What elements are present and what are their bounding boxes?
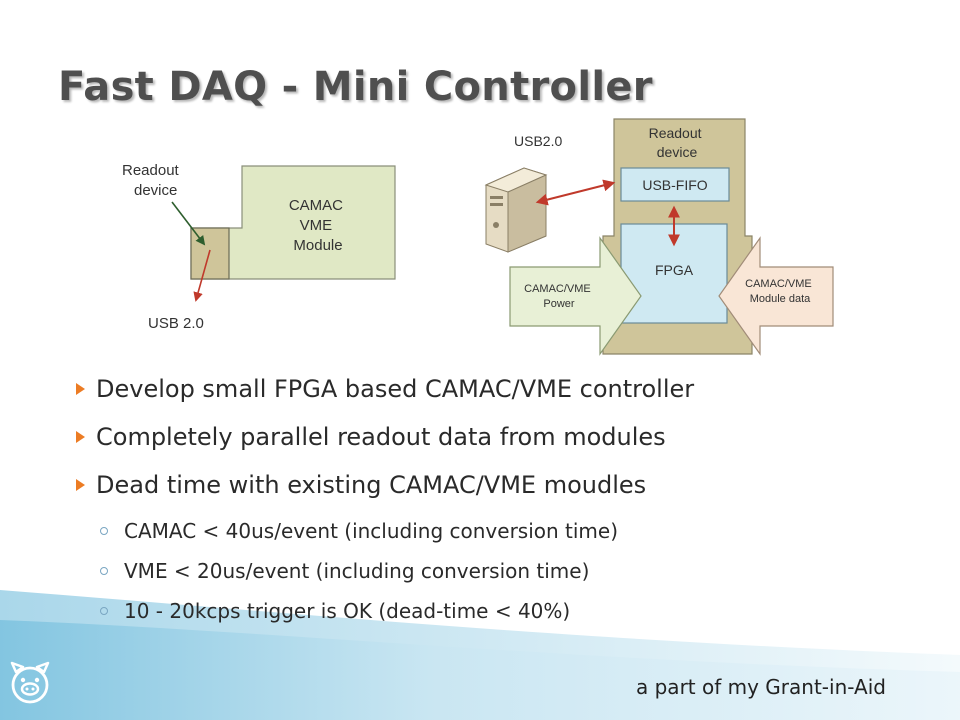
module-data-arrow-label: CAMAC/VME Module data <box>745 278 815 305</box>
bullet-text: Develop small FPGA based CAMAC/VME contr… <box>96 375 695 403</box>
pc-usb-arrow <box>535 179 616 206</box>
usb-down-arrow <box>193 249 211 302</box>
readout-pointer-arrow <box>171 201 206 246</box>
footer-note: a part of my Grant-in-Aid <box>636 675 886 699</box>
circle-bullet-icon <box>100 567 108 575</box>
bullet-list: Develop small FPGA based CAMAC/VME contr… <box>76 372 936 636</box>
right-diagram: Readout device USB-FIFO FPGA CAMAC/VME P… <box>484 118 834 356</box>
sub-bullet-item: CAMAC < 40us/event (including conversion… <box>76 516 936 556</box>
triangle-bullet-icon <box>76 479 85 491</box>
sub-bullet-item: 10 - 20kcps trigger is OK (dead-time < 4… <box>76 596 936 636</box>
circle-bullet-icon <box>100 527 108 535</box>
fpga-label: FPGA <box>655 262 694 278</box>
power-arrow <box>509 236 642 356</box>
computer-tower-icon <box>484 167 548 253</box>
bullet-item: Develop small FPGA based CAMAC/VME contr… <box>76 372 936 420</box>
left-module-label: CAMAC VME Module <box>289 197 347 254</box>
bullet-text: Completely parallel readout data from mo… <box>96 423 666 451</box>
usb-fifo-box <box>620 167 730 202</box>
sub-bullet-text: 10 - 20kcps trigger is OK (dead-time < 4… <box>124 599 571 623</box>
power-arrow-label: CAMAC/VME Power <box>524 283 594 310</box>
bullet-item: Completely parallel readout data from mo… <box>76 420 936 468</box>
slide-title: Fast DAQ - Mini Controller <box>58 64 653 110</box>
sub-bullet-text: VME < 20us/event (including conversion t… <box>124 559 590 583</box>
left-diagram: Readout device CAMAC VME Module USB 2.0 <box>122 162 396 332</box>
module-data-arrow <box>718 236 834 356</box>
left-readout-label: Readout device <box>122 162 183 199</box>
right-readout-label: Readout device <box>649 125 706 160</box>
sub-bullet-item: VME < 20us/event (including conversion t… <box>76 556 936 596</box>
pig-face-icon <box>10 661 50 704</box>
bullet-item: Dead time with existing CAMAC/VME moudle… <box>76 468 936 516</box>
triangle-bullet-icon <box>76 431 85 443</box>
circle-bullet-icon <box>100 607 108 615</box>
triangle-bullet-icon <box>76 383 85 395</box>
left-usb-label: USB 2.0 <box>148 315 204 332</box>
sub-bullet-text: CAMAC < 40us/event (including conversion… <box>124 519 619 543</box>
bullet-text: Dead time with existing CAMAC/VME moudle… <box>96 471 647 499</box>
usb-fifo-label: USB-FIFO <box>642 177 707 193</box>
right-usb-label: USB2.0 <box>514 133 562 149</box>
